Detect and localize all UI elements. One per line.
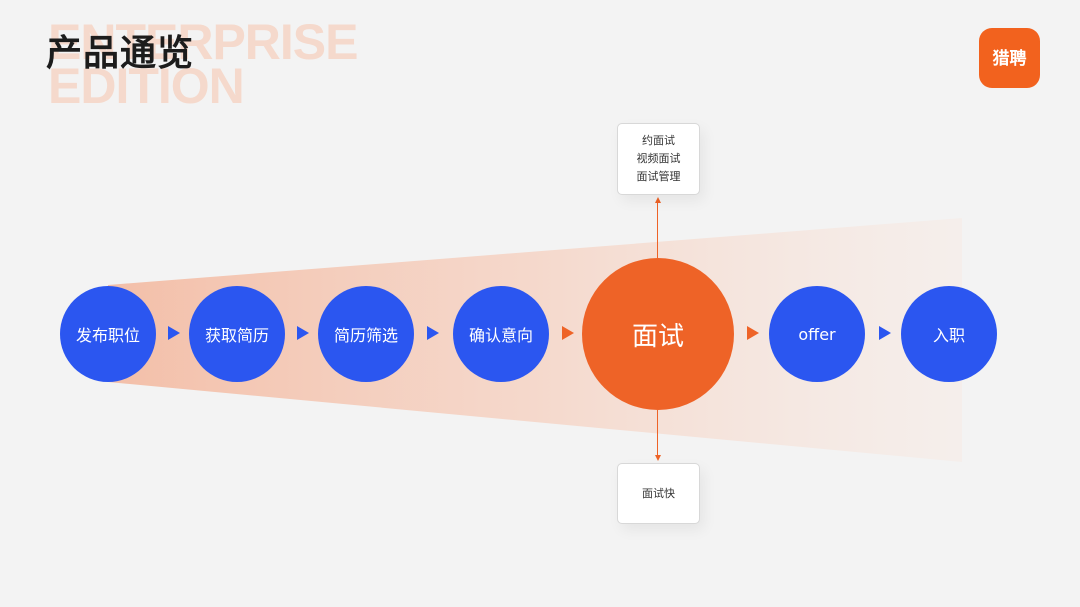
connector-line-down [657, 410, 658, 456]
arrow-right-icon [747, 326, 759, 340]
arrow-down-icon [655, 455, 661, 461]
arrow-right-icon [297, 326, 309, 340]
watermark-text: ENTERPRISE EDITION [48, 14, 359, 114]
step-interview: 面试 [582, 258, 734, 410]
connector-line-up [657, 202, 658, 258]
step-offer: offer [769, 286, 865, 382]
step-onboard: 入职 [901, 286, 997, 382]
arrow-right-icon [879, 326, 891, 340]
box-item: 视频面试 [636, 152, 681, 165]
step-get-resume: 获取简历 [189, 286, 285, 382]
arrow-right-icon [427, 326, 439, 340]
arrow-right-icon [168, 326, 180, 340]
step-publish-job: 发布职位 [60, 286, 156, 382]
interview-features-box: 约面试 视频面试 面试管理 [617, 123, 700, 195]
step-screen-resume: 简历筛选 [318, 286, 414, 382]
logo-text: 猎聘 [992, 49, 1027, 69]
step-confirm-intent: 确认意向 [453, 286, 549, 382]
box-item: 面试管理 [636, 170, 681, 183]
box-item: 面试快 [642, 486, 675, 500]
arrow-right-icon [562, 326, 574, 340]
liepin-logo: 猎聘 [979, 28, 1040, 88]
interview-quick-box: 面试快 [617, 463, 700, 524]
arrow-up-icon [655, 197, 661, 203]
box-item: 约面试 [642, 134, 675, 147]
page-title: 产品通览 [46, 33, 195, 74]
